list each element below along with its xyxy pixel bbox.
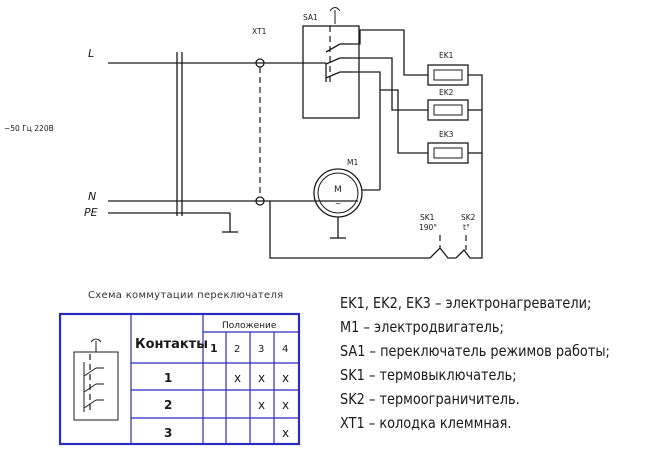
sk2-label: SK2 — [461, 213, 476, 222]
row-1-mark-2: x — [234, 371, 241, 385]
motor-feed-wire — [350, 71, 381, 190]
legend-item-heaters: EK1, EK2, EK3 – электронагреватели; — [340, 294, 592, 312]
row-1-mark-3: x — [258, 371, 265, 385]
ek2-label: EK2 — [439, 88, 454, 97]
heater-return-bus — [468, 74, 483, 250]
position-2: 2 — [234, 344, 240, 355]
motor-m1-inner — [317, 172, 359, 214]
sa1-actuator-icon — [329, 7, 341, 24]
legend-item-thermal-switch: SK1 – термовыключатель; — [340, 366, 517, 384]
label-pe: PE — [84, 206, 98, 219]
legend-item-motor: M1 – электродвигатель; — [340, 318, 504, 336]
neutral-return-wire — [269, 201, 430, 259]
row-3-contact: 3 — [164, 426, 172, 440]
header-contacts: Контакты — [135, 337, 208, 352]
sk2-rating: t° — [463, 223, 470, 232]
ek3-label: EK3 — [439, 130, 454, 139]
row-2-contact: 2 — [164, 398, 172, 412]
label-n: N — [88, 190, 96, 203]
heater-ek2 — [427, 99, 469, 121]
row-1-mark-4: x — [282, 371, 289, 385]
ek1-label: EK1 — [439, 51, 454, 60]
sa1-contact-3 — [325, 71, 341, 79]
sk2-contact — [455, 249, 483, 259]
position-1: 1 — [210, 342, 218, 355]
sk1-contact — [429, 247, 456, 259]
ek3-feed-wire — [380, 89, 428, 154]
ek2-feed-wire — [350, 57, 428, 111]
xt1-label: XT1 — [252, 27, 267, 36]
row-1-contact: 1 — [164, 371, 172, 385]
motor-label: M1 — [347, 158, 358, 167]
sa1-label: SA1 — [303, 13, 318, 22]
row-2-mark-3: x — [258, 398, 265, 412]
switching-table-frame — [58, 312, 301, 446]
motor-subsymbol: ~ — [335, 199, 341, 208]
heater-ek1 — [427, 64, 469, 86]
position-3: 3 — [258, 344, 264, 355]
sa1-contact-2 — [325, 57, 341, 65]
legend-item-selector: SA1 – переключатель режимов работы; — [340, 342, 610, 360]
motor-symbol: M — [334, 185, 342, 195]
sk1-rating: 190° — [419, 223, 437, 232]
supply-label: ~50 Гц 220В — [4, 124, 54, 133]
table-switch-symbol — [73, 338, 119, 421]
sa1-contact-1 — [325, 43, 341, 53]
ek1-feed-wire — [350, 29, 428, 76]
xt1-terminal-bottom — [255, 196, 265, 206]
header-position: Положение — [222, 321, 277, 331]
row-2-mark-4: x — [282, 398, 289, 412]
sk1-label: SK1 — [420, 213, 435, 222]
switching-table-caption: Схема коммутации переключателя — [88, 290, 284, 301]
position-4: 4 — [282, 344, 288, 355]
label-l: L — [88, 47, 94, 60]
legend-item-terminal-block: XT1 – колодка клеммная. — [340, 414, 512, 432]
legend-item-thermal-limiter: SK2 – термоограничитель. — [340, 390, 520, 408]
row-3-mark-4: x — [282, 426, 289, 440]
heater-ek3 — [427, 142, 469, 164]
